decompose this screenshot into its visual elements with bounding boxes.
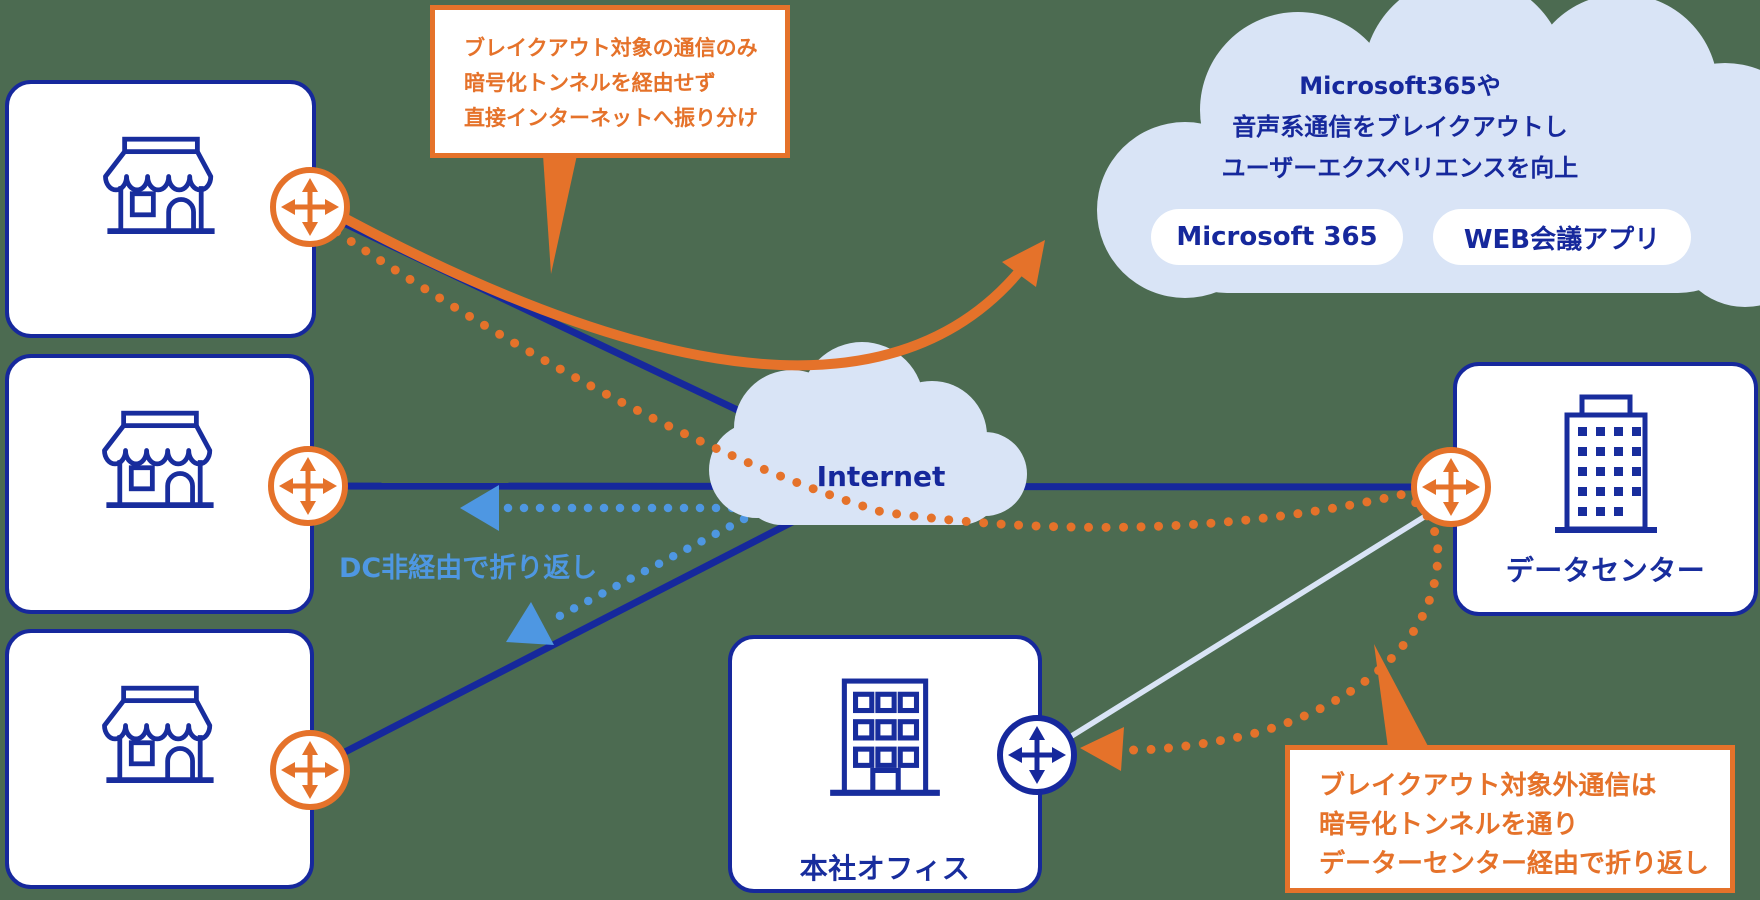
callout-tunnel-line2: 暗号化トンネルを通り xyxy=(1319,810,1579,840)
breakout-cloud-text: Microsoft365や 音声系通信をブレイクアウトし ユーザーエクスペリエン… xyxy=(1110,66,1690,189)
line-store-a-internet xyxy=(308,203,792,439)
callout-breakout: ブレイクアウト対象の通信のみ 暗号化トンネルを経由せず 直接インターネットへ振り… xyxy=(430,5,790,158)
storefront-icon xyxy=(9,410,310,514)
store-c-card: 店舗C（新規開設） xyxy=(5,629,314,889)
storefront-icon xyxy=(9,136,312,240)
callout-breakout-pointer xyxy=(543,155,577,274)
breakout-cloud-line2: 音声系通信をブレイクアウトし xyxy=(1232,113,1568,141)
line-datacenter-hq xyxy=(1060,509,1434,745)
arrowhead-breakout-cloud xyxy=(1002,240,1045,287)
pill-web-meeting-app: WEB会議アプリ xyxy=(1433,209,1691,265)
office-building-icon xyxy=(732,677,1038,805)
arrowhead-tunnel-hq xyxy=(1080,727,1124,771)
callout-tunnel-line1: ブレイクアウト対象外通信は xyxy=(1319,771,1657,801)
callout-tunnel: ブレイクアウト対象外通信は 暗号化トンネルを通り データーセンター経由で折り返し xyxy=(1285,745,1735,893)
store-b-card: 店舗B xyxy=(5,354,314,664)
callout-tunnel-line3: データーセンター経由で折り返し xyxy=(1319,849,1710,879)
headquarters-label: 本社オフィス xyxy=(799,852,971,885)
breakout-cloud-line3: ユーザーエクスペリエンスを向上 xyxy=(1221,154,1579,182)
store-a-card: 店舗A xyxy=(5,80,316,390)
callout-breakout-line2: 暗号化トンネルを経由せず xyxy=(464,71,716,95)
dc-bypass-label: DC非経由で折り返し xyxy=(339,553,598,584)
arrowhead-bypass-store-b xyxy=(460,485,499,531)
datacenter-card: データセンター xyxy=(1453,362,1758,616)
internet-label: Internet xyxy=(816,460,946,493)
line-breakout-to-cloud xyxy=(319,201,1035,371)
datacenter-building-icon xyxy=(1457,394,1754,538)
arrowhead-bypass-store-c xyxy=(506,602,554,645)
storefront-icon xyxy=(9,685,310,789)
internet-cloud xyxy=(709,342,1027,525)
headquarters-card: 本社オフィス xyxy=(728,635,1042,893)
pill-microsoft-365: Microsoft 365 xyxy=(1151,209,1403,265)
callout-breakout-line1: ブレイクアウト対象の通信のみ xyxy=(464,36,758,60)
breakout-cloud-line1: Microsoft365や xyxy=(1299,72,1501,100)
datacenter-label: データセンター xyxy=(1505,554,1706,587)
callout-tunnel-pointer xyxy=(1374,644,1429,748)
callout-breakout-line3: 直接インターネットへ振り分け xyxy=(464,106,758,130)
